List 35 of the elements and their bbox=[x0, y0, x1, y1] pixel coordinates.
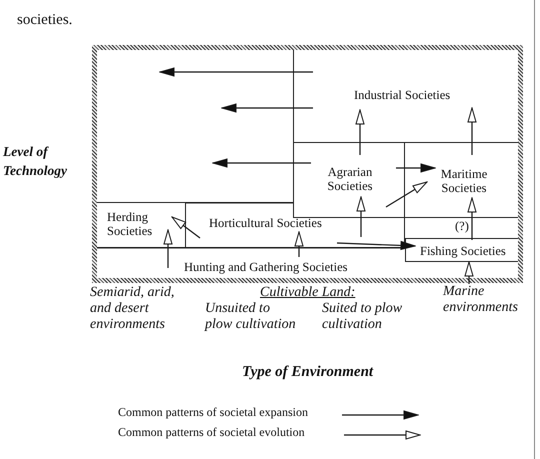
arrow bbox=[336, 240, 416, 250]
arrow bbox=[396, 164, 436, 172]
society-label: Hunting and Gathering Societies bbox=[184, 260, 348, 274]
axis-title: Level of Technology bbox=[3, 143, 68, 180]
environment-label: Semiarid, arid, and desert environments bbox=[90, 285, 176, 333]
society-label: Herding Societies bbox=[107, 210, 154, 238]
arrow bbox=[356, 110, 364, 155]
society-label: Maritime Societies bbox=[440, 167, 488, 195]
arrow bbox=[468, 108, 476, 155]
arrow bbox=[164, 230, 172, 268]
society-label: Fishing Societies bbox=[420, 244, 506, 258]
column-heading: Cultivable Land: bbox=[260, 285, 356, 301]
arrow bbox=[222, 104, 313, 112]
arrow bbox=[464, 262, 474, 284]
arrow bbox=[386, 181, 428, 208]
arrow bbox=[172, 216, 200, 238]
axis-title: Type of Environment bbox=[242, 363, 374, 381]
legend-label: Common patterns of societal evolution bbox=[118, 425, 305, 439]
arrow bbox=[356, 196, 366, 237]
hatched-frame bbox=[92, 45, 523, 283]
society-label: Agrarian Societies bbox=[326, 165, 374, 193]
legend-label: Common patterns of societal expansion bbox=[118, 405, 308, 419]
edge-label: (?) bbox=[455, 219, 469, 233]
society-label: Horticultural Societies bbox=[209, 216, 322, 230]
environment-label: Marine environments bbox=[443, 284, 533, 316]
society-region bbox=[405, 238, 518, 262]
environment-label: Unsuited to plow cultivation bbox=[205, 301, 296, 333]
society-region bbox=[293, 50, 518, 143]
arrow bbox=[160, 68, 313, 76]
environment-label: Suited to plow cultivation bbox=[322, 301, 404, 333]
arrow bbox=[294, 232, 304, 257]
figure-caption: societies. bbox=[17, 11, 72, 29]
arrow bbox=[212, 158, 311, 168]
society-label: Industrial Societies bbox=[354, 88, 450, 102]
arrow bbox=[468, 198, 476, 240]
